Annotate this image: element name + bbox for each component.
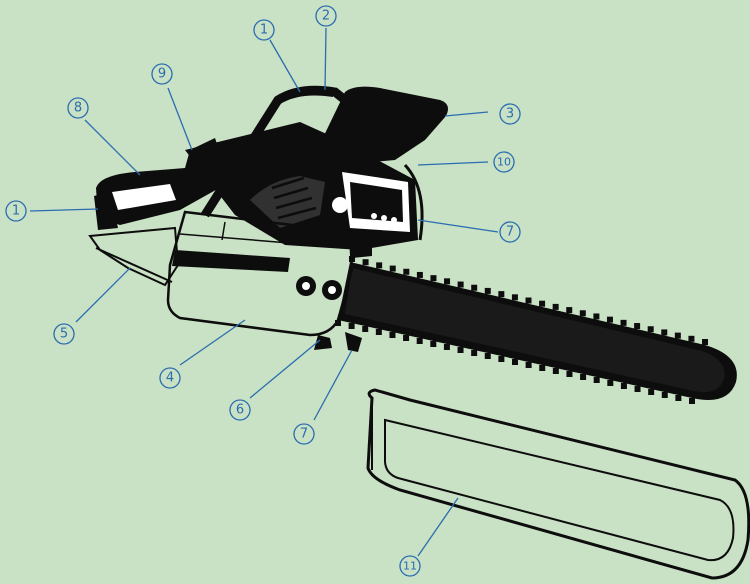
callouts: 1 2 3 4 5 6 7 7 bbox=[5, 5, 521, 577]
chain-tooth bbox=[444, 278, 451, 285]
callout-5: 5 bbox=[53, 323, 75, 345]
bar-cover bbox=[366, 388, 750, 580]
svg-text:11: 11 bbox=[403, 560, 417, 573]
callout-6: 6 bbox=[229, 399, 251, 421]
callout-11: 11 bbox=[399, 555, 421, 577]
svg-text:8: 8 bbox=[74, 101, 82, 116]
chain-tooth bbox=[348, 323, 355, 329]
callout-10: 10 bbox=[493, 151, 515, 173]
chain-tooth bbox=[457, 281, 464, 288]
svg-text:9: 9 bbox=[158, 67, 166, 82]
chain-tooth bbox=[430, 341, 437, 347]
chain-tooth bbox=[484, 287, 491, 294]
chain-tooth bbox=[593, 313, 600, 320]
chain-tooth bbox=[335, 320, 341, 326]
chain-tooth bbox=[403, 268, 410, 275]
callout-8: 8 bbox=[67, 97, 89, 119]
chain-tooth bbox=[539, 300, 546, 307]
chain-tooth bbox=[606, 316, 613, 323]
chain-tooth bbox=[430, 275, 437, 282]
svg-text:7: 7 bbox=[300, 427, 308, 442]
chain-tooth bbox=[648, 389, 655, 395]
saw-chain bbox=[335, 256, 708, 404]
chain-tooth bbox=[375, 329, 382, 335]
chain-tooth bbox=[525, 297, 532, 304]
chain-tooth bbox=[689, 398, 695, 404]
chain-tooth bbox=[566, 307, 573, 314]
chain-tooth bbox=[634, 323, 641, 330]
chain-tooth bbox=[389, 265, 396, 272]
chain-tooth bbox=[362, 326, 369, 332]
svg-text:10: 10 bbox=[497, 156, 511, 169]
chain-tooth bbox=[484, 353, 491, 359]
chain-tooth bbox=[539, 365, 546, 371]
chain-tooth bbox=[471, 284, 478, 291]
callout-7-bottom: 7 bbox=[293, 423, 315, 445]
callout-7-right: 7 bbox=[499, 221, 521, 243]
chain-tooth bbox=[593, 377, 600, 383]
front-handle bbox=[201, 85, 348, 218]
chain-tooth bbox=[702, 339, 708, 345]
callout-4: 4 bbox=[159, 367, 181, 389]
chain-tooth bbox=[634, 386, 641, 392]
guide-bar bbox=[335, 256, 737, 404]
leader-lines bbox=[29, 27, 499, 557]
chain-tooth bbox=[457, 347, 464, 353]
chain-tooth bbox=[620, 319, 627, 326]
chain-tooth bbox=[525, 362, 532, 368]
chain-tooth bbox=[552, 368, 559, 374]
svg-text:5: 5 bbox=[60, 327, 68, 342]
chain-tooth bbox=[416, 338, 423, 344]
clutch-cover bbox=[166, 210, 372, 337]
chain-tooth bbox=[579, 310, 586, 317]
svg-text:3: 3 bbox=[506, 107, 514, 122]
chain-tooth bbox=[607, 380, 614, 386]
bottom-guard bbox=[88, 226, 180, 287]
chain-tooth bbox=[389, 332, 396, 338]
hand-guard bbox=[318, 86, 448, 165]
chain-tooth bbox=[675, 395, 682, 401]
chain-tooth bbox=[661, 392, 668, 398]
chain-tooth bbox=[661, 329, 668, 336]
chain-tooth bbox=[498, 356, 505, 362]
chain-tooth bbox=[498, 291, 505, 298]
chainsaw-illustration bbox=[88, 85, 737, 404]
chain-tooth bbox=[552, 303, 559, 310]
chain-tooth bbox=[688, 335, 695, 342]
svg-text:2: 2 bbox=[322, 9, 330, 24]
svg-text:1: 1 bbox=[12, 204, 20, 219]
chain-tooth bbox=[620, 383, 627, 389]
chain-catcher bbox=[345, 332, 362, 352]
svg-text:7: 7 bbox=[506, 225, 514, 240]
callout-1-top: 1 bbox=[253, 19, 275, 41]
chain-tooth bbox=[362, 259, 369, 266]
chain-tooth bbox=[511, 294, 518, 301]
chain-tooth bbox=[471, 350, 478, 356]
callout-3: 3 bbox=[499, 103, 521, 125]
chain-tooth bbox=[512, 359, 518, 365]
callout-1-left: 1 bbox=[5, 200, 27, 222]
svg-text:1: 1 bbox=[260, 23, 268, 38]
chain-tooth bbox=[416, 271, 423, 278]
chain-tooth bbox=[403, 335, 410, 341]
chain-tooth bbox=[566, 371, 573, 377]
chain-tooth bbox=[674, 332, 681, 339]
chain-tooth bbox=[580, 374, 587, 380]
chain-tooth bbox=[443, 344, 450, 350]
chain-tooth bbox=[376, 262, 383, 269]
svg-text:6: 6 bbox=[236, 403, 244, 418]
callout-2: 2 bbox=[315, 5, 337, 27]
bucking-spike bbox=[314, 335, 332, 350]
callout-9: 9 bbox=[151, 63, 173, 85]
svg-text:4: 4 bbox=[166, 371, 174, 386]
chain-tooth bbox=[647, 326, 654, 333]
